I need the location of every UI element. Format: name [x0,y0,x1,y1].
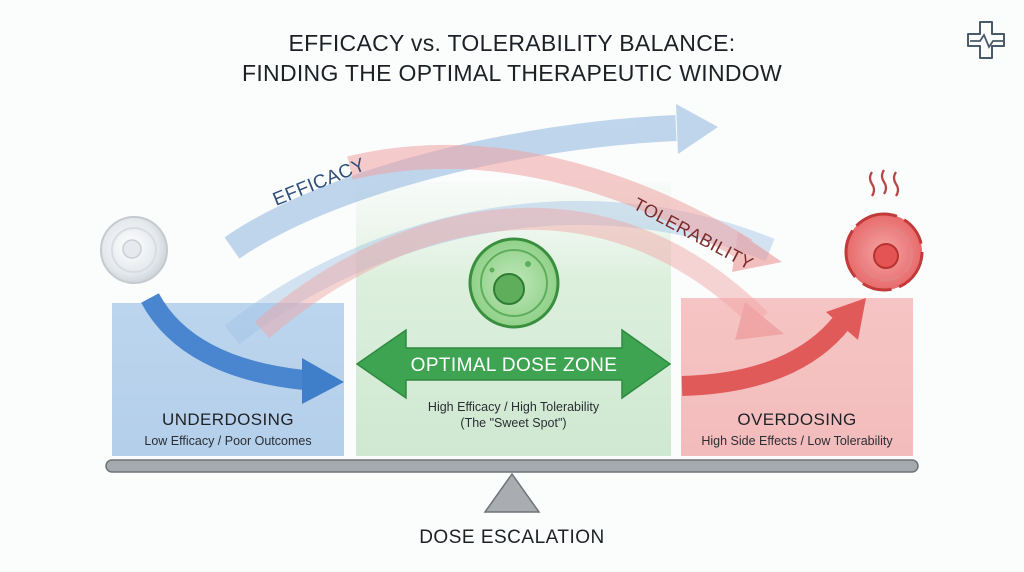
optimal-sub1: High Efficacy / High Tolerability [427,400,600,414]
balance-fulcrum [483,472,541,513]
page-title-line1: EFFICACY vs. TOLERABILITY BALANCE: [288,30,736,56]
medical-cross-pulse-icon [967,21,1005,59]
optimal-double-arrow [355,328,672,400]
overdosing-label: OVERDOSING [737,410,857,429]
underdosing-arrow [141,293,344,404]
dose-escalation-label: DOSE ESCALATION [419,527,605,548]
page-title-line2: FINDING THE OPTIMAL THERAPEUTIC WINDOW [242,60,782,86]
optimal-sub2: (The "Sweet Spot") [460,416,567,430]
optimal-zone-label: OPTIMAL DOSE ZONE [411,355,618,376]
underdosing-sub: Low Efficacy / Poor Outcomes [144,434,312,448]
faded-cell-icon [100,216,168,284]
overdosing-sub: High Side Effects / Low Tolerability [701,434,893,448]
optimal-text: High Efficacy / High Tolerability (The "… [356,400,671,430]
overdosing-arrow [681,298,866,396]
damaged-cell-icon [844,169,924,292]
overdosing-text: OVERDOSING High Side Effects / Low Toler… [676,410,918,448]
underdosing-text: UNDERDOSING Low Efficacy / Poor Outcomes [112,410,344,448]
balance-beam [105,459,919,473]
healthy-cell-icon [468,237,560,329]
underdosing-label: UNDERDOSING [162,410,294,429]
tolerability-curve [254,144,784,340]
